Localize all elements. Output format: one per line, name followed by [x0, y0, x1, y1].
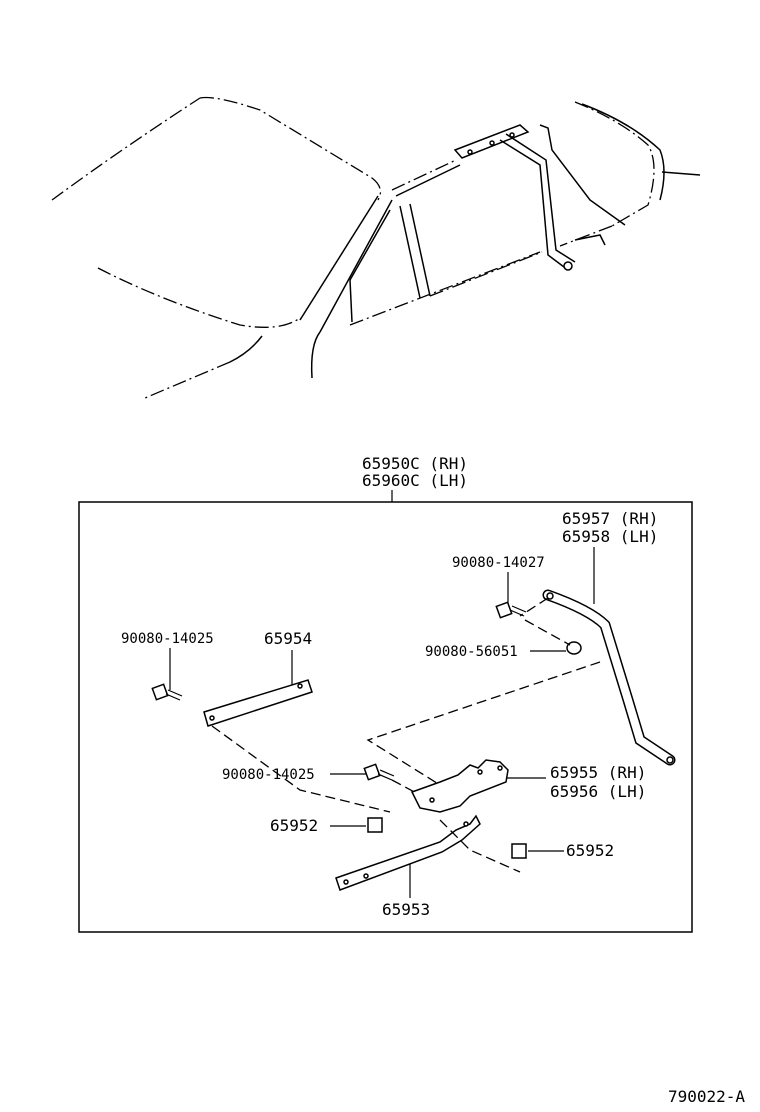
vehicle-overview [51, 96, 701, 399]
assembly-frame [78, 501, 693, 933]
clip-right-number: 65952 [566, 841, 614, 860]
rail-number: 65953 [382, 900, 430, 919]
plate [203, 679, 313, 727]
nut [566, 641, 582, 655]
clip-left [367, 817, 383, 833]
bolt-mid-number: 90080-14025 [222, 767, 315, 783]
bracket-number-lh: 65956 (LH) [550, 782, 646, 801]
rod-number-rh: 65957 (RH) [562, 509, 658, 528]
assembly-number-lh: 65960C (LH) [362, 471, 468, 490]
assembly-number-rh: 65950C (RH) [362, 454, 468, 473]
figure-code: 790022-A [668, 1087, 745, 1106]
rear-brace-rod [542, 589, 676, 766]
clip-left-number: 65952 [270, 816, 318, 835]
rod-number-lh: 65958 (LH) [562, 527, 658, 546]
rail [335, 814, 481, 891]
bracket-number-rh: 65955 (RH) [550, 763, 646, 782]
plate-number: 65954 [264, 629, 312, 648]
bracket [410, 759, 509, 813]
bolt-left [151, 683, 183, 701]
nut-number: 90080-56051 [425, 644, 518, 660]
clip-right [511, 843, 527, 859]
bolt-top-number: 90080-14027 [452, 555, 545, 571]
bolt-left-number: 90080-14025 [121, 631, 214, 647]
bolt-mid [363, 763, 395, 781]
